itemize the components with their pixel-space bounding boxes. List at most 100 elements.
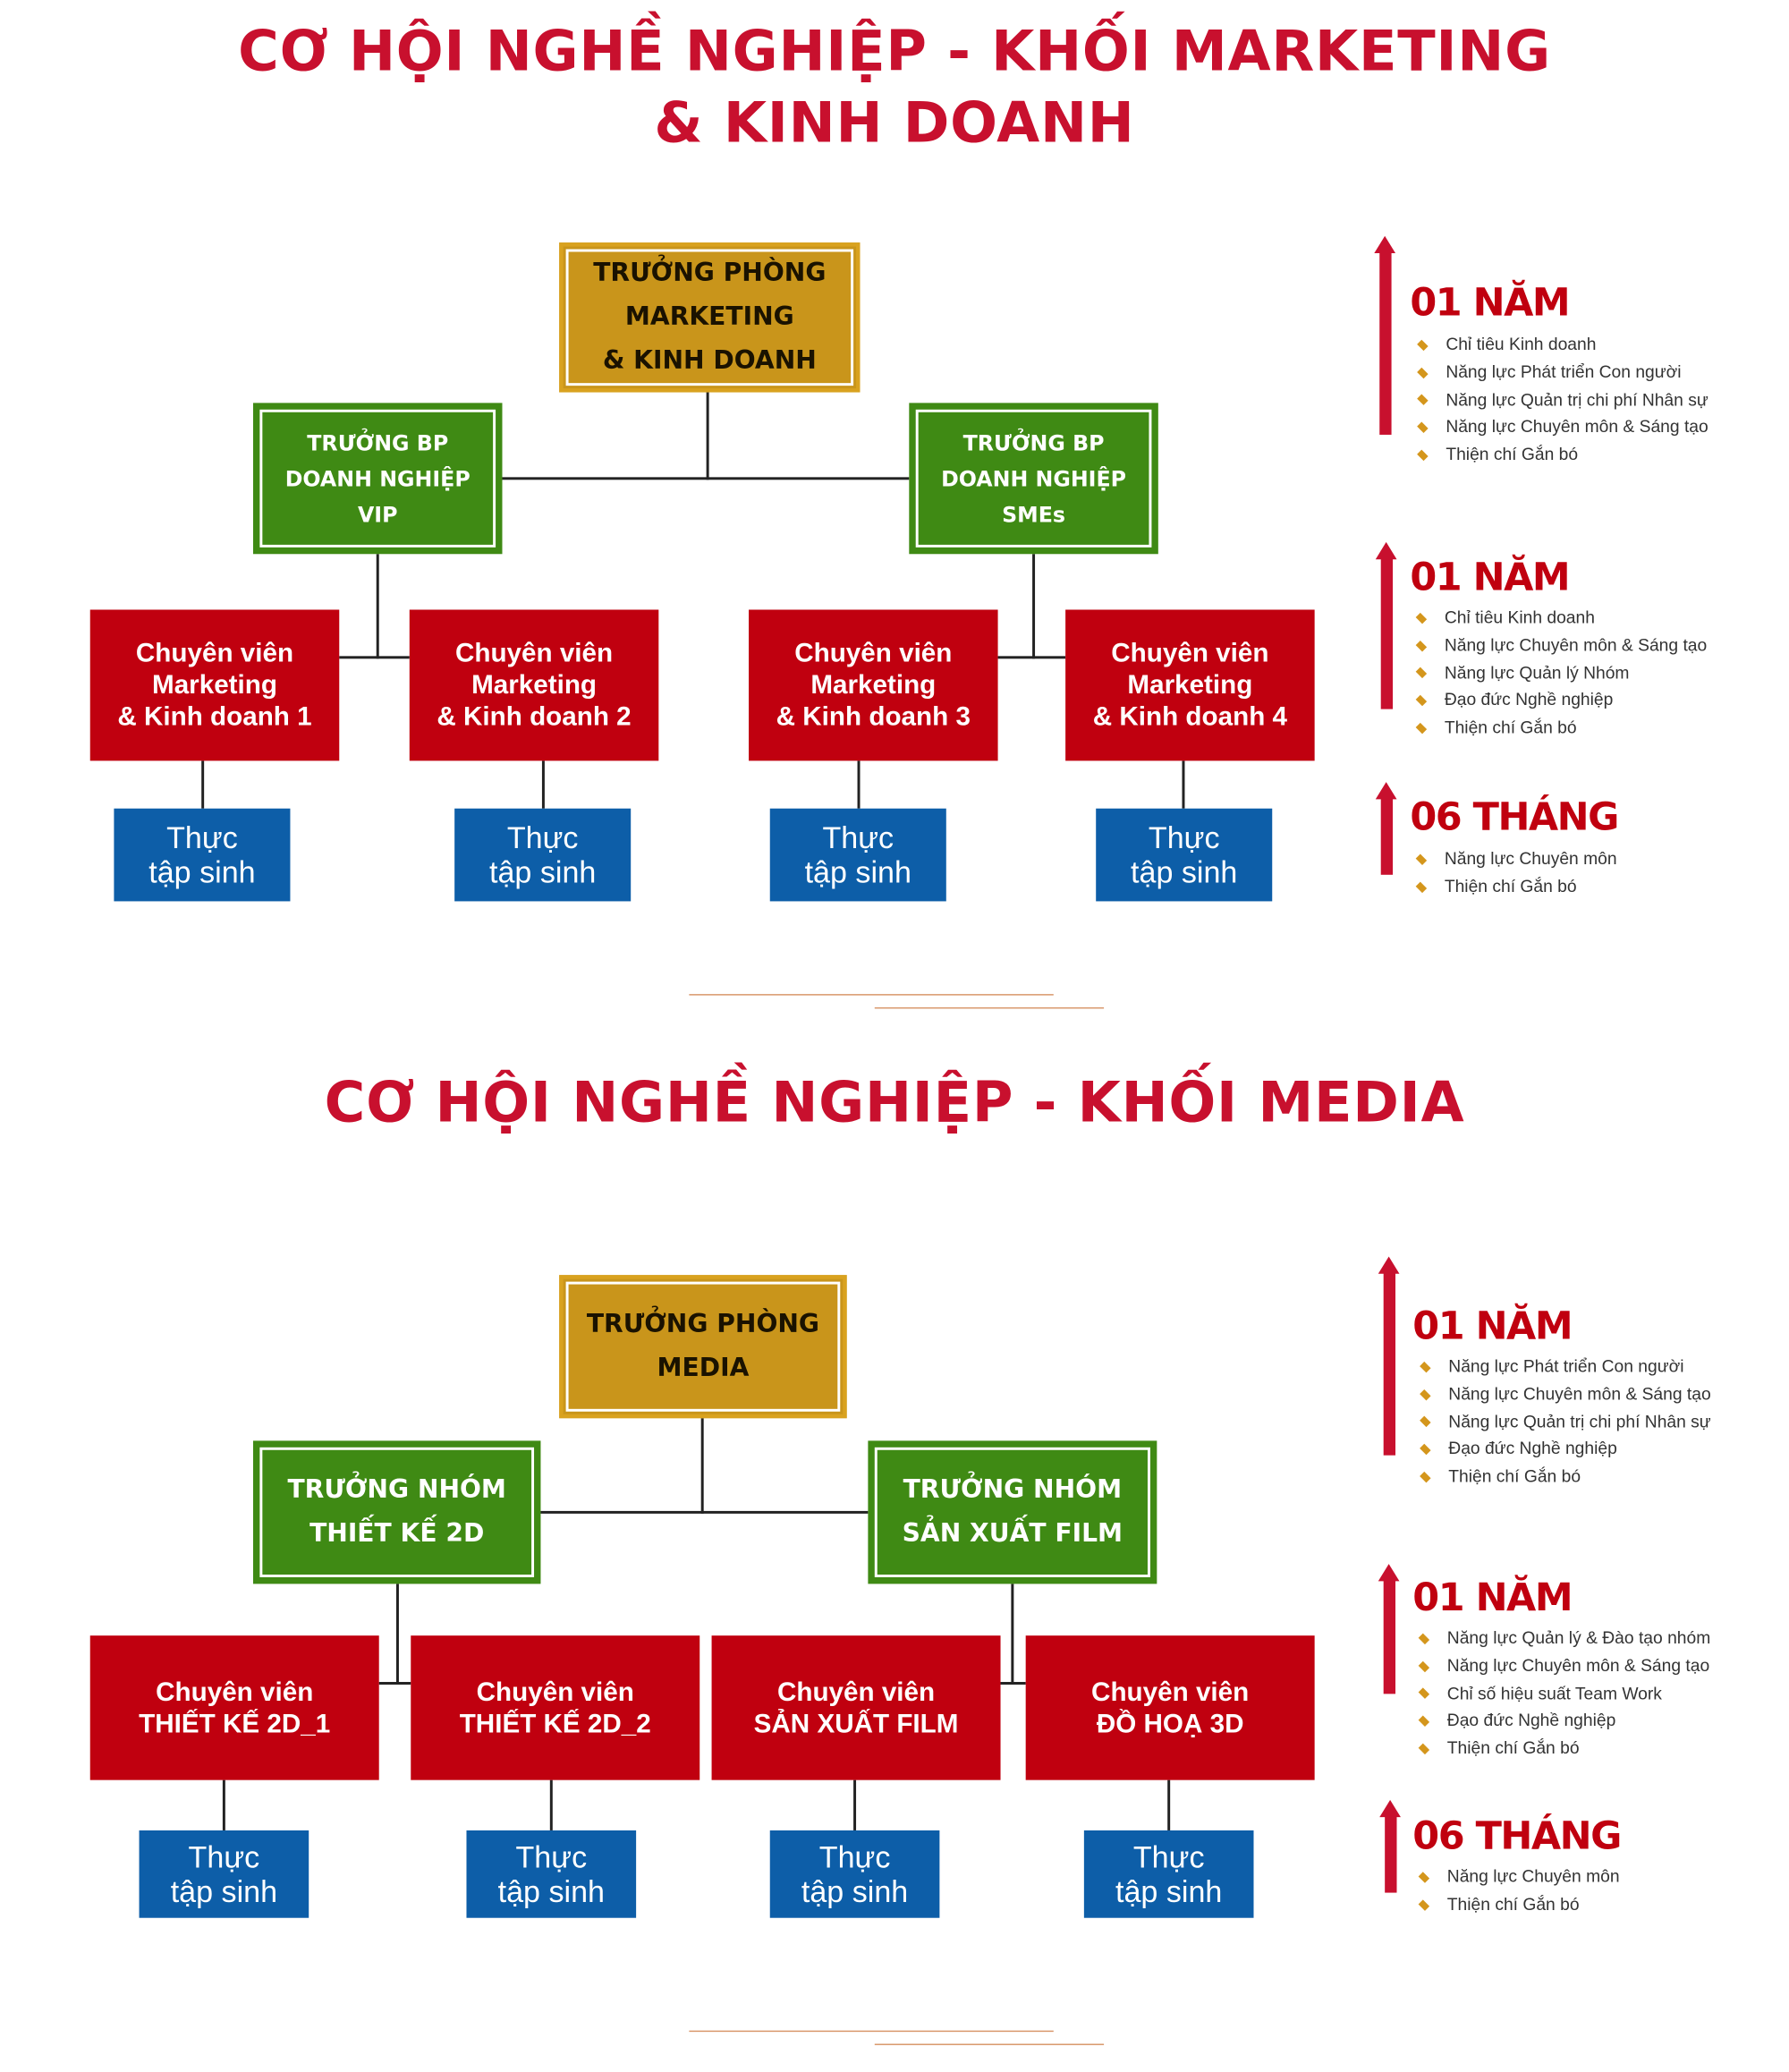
diamond-bullet-icon [1415, 881, 1428, 893]
level-criteria-list: Năng lực Chuyên môn Thiện chí Gắn bó [1414, 1864, 1620, 1919]
list-item: Năng lực Chuyên môn & Sáng tạo [1412, 632, 1707, 659]
list-item: Năng lực Chuyên môn & Sáng tạo [1414, 1652, 1711, 1680]
criteria-text: Chỉ tiêu Kinh doanh [1444, 607, 1595, 627]
diamond-bullet-icon [1418, 1715, 1430, 1728]
diamond-bullet-icon [1415, 640, 1428, 652]
criteria-text: Năng lực Chuyên môn & Sáng tạo [1448, 1383, 1711, 1404]
box-line: Chuyên viên [135, 639, 294, 668]
level-criteria-list: Năng lực Phát triển Con người Năng lực C… [1415, 1354, 1711, 1491]
criteria-text: Năng lực Chuyên môn [1446, 1865, 1620, 1887]
arrow-up-icon [1374, 235, 1396, 435]
box-line: Thực [166, 820, 238, 855]
diamond-bullet-icon [1420, 1416, 1431, 1428]
list-item: Năng lực Chuyên môn [1414, 1864, 1620, 1891]
divider [689, 2030, 1054, 2033]
diamond-bullet-icon [1415, 722, 1428, 735]
diamond-bullet-icon [1417, 421, 1429, 434]
connector-line [706, 392, 709, 480]
connector-line [1182, 760, 1185, 809]
diamond-bullet-icon [1418, 1633, 1430, 1644]
lead-smes-box: TRƯỞNG BP DOANH NGHIỆP SMEs [909, 403, 1158, 555]
level-heading: 01 NĂM [1412, 1575, 1573, 1620]
box-line: TRƯỞNG PHÒNG [586, 1309, 820, 1339]
arrow-up-icon [1378, 1564, 1400, 1694]
diamond-bullet-icon [1415, 667, 1428, 679]
head-media-box: TRƯỞNG PHÒNG MEDIA [559, 1275, 847, 1419]
box-line: Thực [515, 1839, 588, 1874]
box-line: & Kinh doanh 3 [776, 702, 971, 732]
box-line: Thực [506, 820, 579, 855]
criteria-text: Năng lực Chuyên môn & Sáng tạo [1446, 1655, 1710, 1676]
diamond-bullet-icon [1418, 1898, 1430, 1911]
list-item: Thiện chí Gắn bó [1412, 442, 1708, 470]
diamond-bullet-icon [1415, 695, 1428, 707]
level-criteria-list: Năng lực Chuyên môn Thiện chí Gắn bó [1412, 845, 1617, 901]
box-line: TRƯỞNG NHÓM [903, 1474, 1123, 1505]
list-item: Năng lực Quản trị chi phí Nhân sự [1415, 1408, 1711, 1436]
criteria-text: Năng lực Quản trị chi phí Nhân sự [1446, 388, 1708, 410]
box-line: tập sinh [148, 854, 256, 890]
box-line: Chuyên viên [1091, 1677, 1250, 1707]
connector-line [1167, 1779, 1171, 1830]
box-line: & Kinh doanh 1 [117, 702, 312, 732]
list-item: Năng lực Chuyên môn & Sáng tạo [1412, 414, 1708, 442]
diamond-bullet-icon [1418, 1660, 1430, 1672]
arrow-up-icon [1375, 541, 1397, 709]
diamond-bullet-icon [1417, 339, 1429, 352]
box-line: THIẾT KẾ 2D_1 [139, 1709, 331, 1738]
list-item: Năng lực Phát triển Con người [1412, 359, 1708, 386]
criteria-text: Năng lực Quản lý Nhóm [1444, 662, 1630, 683]
box-line: Chuyên viên [156, 1677, 314, 1707]
list-item: Năng lực Quản lý & Đào tạo nhóm [1414, 1625, 1710, 1652]
box-line: SẢN XUẤT FILM [902, 1518, 1123, 1549]
level-heading: 01 NĂM [1410, 554, 1570, 599]
level-criteria-list: Chỉ tiêu Kinh doanh Năng lực Phát triển … [1412, 331, 1708, 469]
criteria-text: Chỉ tiêu Kinh doanh [1446, 334, 1597, 354]
criteria-text: Đạo đức Nghề nghiệp [1448, 1439, 1617, 1459]
connector-line [857, 760, 861, 809]
level-heading: 01 NĂM [1412, 1303, 1573, 1348]
criteria-text: Thiện chí Gắn bó [1448, 1465, 1581, 1487]
box-line: & Kinh doanh 4 [1092, 702, 1288, 732]
divider [874, 2043, 1105, 2045]
criteria-text: Năng lực Phát triển Con người [1448, 1355, 1684, 1376]
list-item: Chỉ tiêu Kinh doanh [1412, 331, 1708, 359]
diamond-bullet-icon [1418, 1688, 1430, 1700]
list-item: Năng lực Phát triển Con người [1415, 1354, 1710, 1381]
divider [874, 1006, 1105, 1009]
list-item: Năng lực Chuyên môn & Sáng tạo [1415, 1380, 1711, 1408]
box-line: tập sinh [1115, 1873, 1223, 1909]
list-item: Chỉ tiêu Kinh doanh [1412, 605, 1707, 633]
diamond-bullet-icon [1415, 612, 1428, 624]
diamond-bullet-icon [1420, 1388, 1431, 1401]
box-line: & KINH DOANH [602, 345, 817, 376]
connector-line [1011, 1584, 1014, 1685]
marketing-title-line2: & KINH DOANH [654, 89, 1135, 156]
media-title: CƠ HỘI NGHỀ NGHIỆP - KHỐI MEDIA [324, 1069, 1465, 1135]
diamond-bullet-icon [1417, 395, 1429, 406]
box-line: Thực [818, 1839, 891, 1874]
box-line: Chuyên viên [1111, 639, 1269, 668]
diamond-bullet-icon [1415, 853, 1428, 865]
diamond-bullet-icon [1420, 1472, 1431, 1483]
connector-line [376, 554, 379, 659]
level-criteria-list: Chỉ tiêu Kinh doanh Năng lực Chuyên môn … [1412, 605, 1707, 743]
list-item: Thiện chí Gắn bó [1414, 1891, 1620, 1919]
arrow-up-icon [1375, 782, 1397, 875]
list-item: Thiện chí Gắn bó [1412, 715, 1707, 743]
box-line: Marketing [1127, 670, 1253, 701]
box-line: MEDIA [657, 1353, 750, 1383]
diamond-bullet-icon [1417, 367, 1429, 378]
criteria-text: Năng lực Phát triển Con người [1446, 361, 1682, 382]
box-line: tập sinh [804, 854, 911, 890]
diamond-bullet-icon [1418, 1743, 1430, 1755]
connector-line [549, 1779, 553, 1830]
list-item: Chỉ số hiệu suất Team Work [1414, 1680, 1711, 1708]
box-line: Thực [1148, 820, 1220, 855]
criteria-text: Năng lực Chuyên môn [1444, 848, 1617, 869]
